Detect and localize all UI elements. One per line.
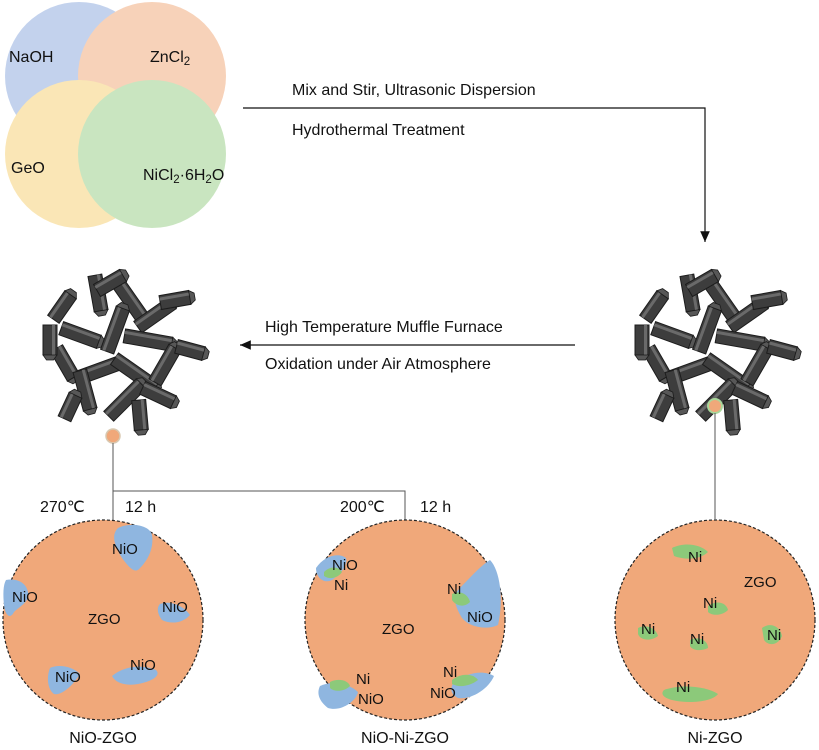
nanorod xyxy=(750,289,788,311)
nio-patches-left xyxy=(3,524,190,695)
ni-zgo-circle xyxy=(614,519,816,721)
mid-ni-label: Ni xyxy=(447,581,462,598)
zncl2-sub: 2 xyxy=(183,55,191,68)
right-ni-label: Ni xyxy=(767,627,782,644)
nanorod xyxy=(58,320,106,350)
ni-patches-right xyxy=(638,544,782,702)
mid-ni-label: Ni xyxy=(356,671,371,688)
reagent-nicl2: NiCl2·6H2O xyxy=(143,168,224,186)
nanorod xyxy=(691,302,723,355)
right-ni-label: Ni xyxy=(641,621,656,638)
mid-nio-label: NiO xyxy=(332,557,358,574)
left-nio-label: NiO xyxy=(12,589,38,606)
nicl2-part3: O xyxy=(211,167,225,184)
left-nio-label: NiO xyxy=(55,669,81,686)
mid-temp: 200℃ xyxy=(340,499,385,516)
right-ni-label: Ni xyxy=(688,549,703,566)
rod-cluster-left xyxy=(42,268,210,436)
right-zgo-label: ZGO xyxy=(744,574,777,591)
nanorod xyxy=(723,398,742,436)
left-zgo-label: ZGO xyxy=(88,611,121,628)
nicl2-sub2: 2 xyxy=(205,173,212,186)
nanorod xyxy=(131,398,150,436)
nanorod xyxy=(684,268,722,298)
nanorod xyxy=(57,388,83,423)
step1-arrow xyxy=(243,107,710,242)
left-temp: 270℃ xyxy=(40,499,85,516)
focus-dot-right xyxy=(707,398,723,414)
nanorod xyxy=(158,289,196,311)
step2-line2: Oxidation under Air Atmosphere xyxy=(265,356,491,373)
nanorod xyxy=(634,324,650,361)
nanorod xyxy=(42,324,58,361)
nicl2-part1: NiCl xyxy=(143,167,174,184)
patches-mid xyxy=(316,555,501,709)
left-nio-label: NiO xyxy=(130,657,156,674)
caption-nio-zgo: NiO-ZGO xyxy=(69,730,137,747)
caption-ni-zgo: Ni-ZGO xyxy=(687,730,743,747)
nanorod xyxy=(649,388,675,423)
mid-nio-label: NiO xyxy=(467,609,493,626)
mid-time: 12 h xyxy=(420,499,452,516)
nanorod xyxy=(650,320,698,350)
mid-nio-label: NiO xyxy=(358,691,384,708)
nicl2-circle xyxy=(78,80,226,228)
nanorod xyxy=(664,368,690,416)
mid-zgo-label: ZGO xyxy=(382,621,415,638)
step2-line1: High Temperature Muffle Furnace xyxy=(265,319,503,336)
reagent-venn xyxy=(5,2,226,228)
mid-nio-label: NiO xyxy=(430,685,456,702)
right-ni-label: Ni xyxy=(703,595,718,612)
right-ni-label: Ni xyxy=(676,679,691,696)
reagent-naoh: NaOH xyxy=(9,49,54,66)
reagent-zncl2: ZnCl2 xyxy=(150,50,190,68)
nanorod xyxy=(730,380,772,410)
step1-line2: Hydrothermal Treatment xyxy=(292,122,465,139)
reagent-geo: GeO xyxy=(11,160,45,177)
nanorod xyxy=(174,339,210,362)
mid-ni-label: Ni xyxy=(334,577,349,594)
nanorod xyxy=(46,288,78,324)
right-ni-label: Ni xyxy=(690,631,705,648)
nanorod xyxy=(92,268,130,298)
zncl2-base: ZnCl xyxy=(150,49,184,66)
nanorod xyxy=(766,339,802,362)
caption-nio-ni-zgo: NiO-Ni-ZGO xyxy=(361,730,449,747)
left-nio-label: NiO xyxy=(162,599,188,616)
nanorod xyxy=(99,302,131,355)
nanorod xyxy=(740,341,774,387)
step1-line1: Mix and Stir, Ultrasonic Dispersion xyxy=(292,82,536,99)
focus-dot-left xyxy=(105,428,121,444)
connector-lines xyxy=(112,413,716,520)
left-time: 12 h xyxy=(125,499,157,516)
nanorod xyxy=(138,380,180,410)
mid-ni-label: Ni xyxy=(443,664,458,681)
nicl2-sub1: 2 xyxy=(173,173,180,186)
left-nio-label: NiO xyxy=(112,541,138,558)
nanorod xyxy=(638,288,670,324)
nio-ni-zgo-circle xyxy=(304,519,506,721)
nicl2-part2: ·6H xyxy=(179,167,206,184)
